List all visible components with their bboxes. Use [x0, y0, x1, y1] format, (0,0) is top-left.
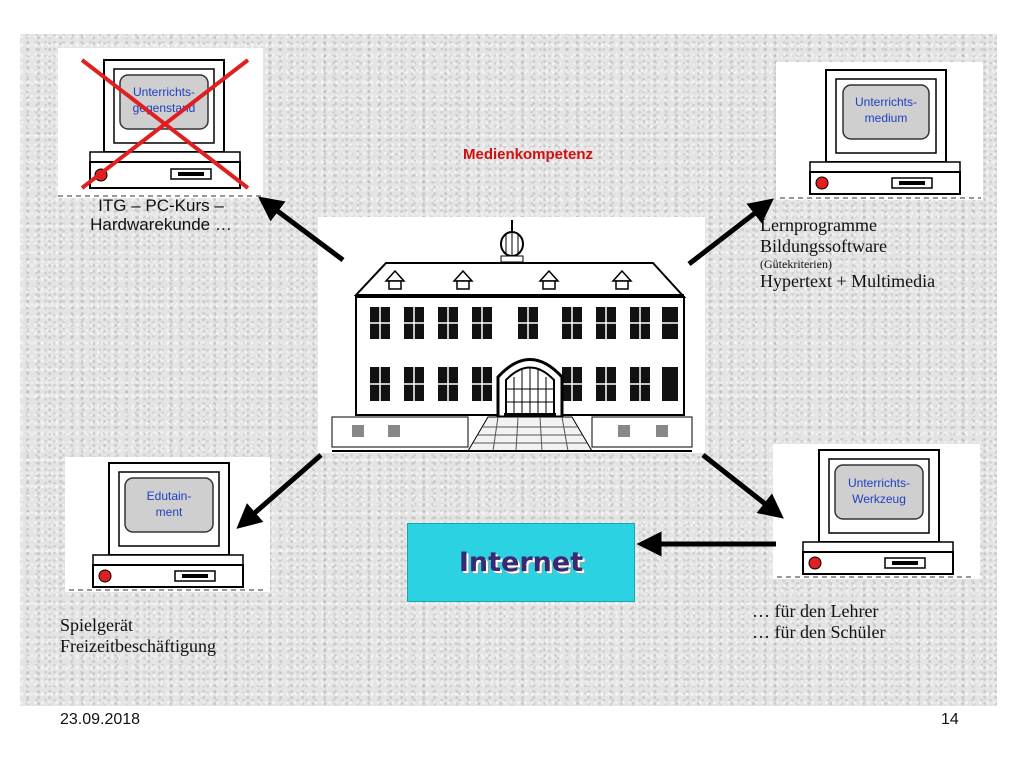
- caption-bottom-left: Spielgerät Freizeitbeschäftigung: [60, 615, 290, 657]
- computer-icon: Unterrichts- Werkzeug: [777, 449, 975, 578]
- power-led-icon: [98, 569, 112, 583]
- school-building-icon: [331, 220, 693, 452]
- caption-line-2: … für den Schüler: [752, 622, 886, 642]
- caption-line-1: Lernprogramme: [760, 215, 877, 235]
- arrow-to-top-left: [257, 196, 345, 263]
- caption-top-left: ITG – PC-Kurs – Hardwarekunde …: [56, 196, 266, 234]
- caption-bottom-right: … für den Lehrer … für den Schüler: [752, 601, 982, 643]
- screen-label-line-2: ment: [156, 505, 183, 519]
- caption-line-3: (Gütekriterien): [760, 257, 832, 271]
- power-led-icon: [808, 556, 822, 570]
- power-led-icon: [815, 176, 829, 190]
- caption-top-right: Lernprogramme Bildungssoftware (Gütekrit…: [760, 215, 995, 292]
- arrow-to-top-right: [687, 198, 774, 266]
- arrow-to-bottom-left: [236, 453, 323, 529]
- caption-line-2: Bildungssoftware: [760, 236, 887, 256]
- cross-out-line: [80, 58, 250, 190]
- caption-line-4: Hypertext + Multimedia: [760, 271, 936, 291]
- caption-line-1: … für den Lehrer: [752, 601, 879, 621]
- page-number: 14: [941, 711, 959, 728]
- internet-label: Internet: [458, 547, 584, 578]
- caption-line-1: Spielgerät: [60, 615, 133, 635]
- computer-icon: Edutain- ment: [69, 462, 265, 591]
- internet-box: Internet: [407, 523, 635, 602]
- computer-bottom-left: Edutain- ment: [65, 457, 270, 592]
- screen-label-line-2: Werkzeug: [852, 492, 906, 506]
- screen-label-line-1: Unterrichts-: [855, 95, 917, 109]
- school-building: [318, 217, 705, 453]
- screen-label-line-1: Unterrichts-: [133, 85, 195, 99]
- caption-line-2: Hardwarekunde …: [90, 215, 232, 234]
- caption-line-1: ITG – PC-Kurs –: [98, 196, 224, 215]
- footer-date: 23.09.2018: [60, 711, 141, 728]
- computer-top-left: Unterrichts- gegenstand: [58, 48, 263, 198]
- arrow-to-bottom-right: [701, 453, 784, 519]
- slide-title: Medienkompetenz: [462, 146, 594, 163]
- arrows-layer: [236, 196, 784, 557]
- screen-label-line-2: medium: [865, 111, 908, 125]
- computer-top-right: Unterrichts- medium: [776, 62, 983, 200]
- slide-background: Medienkompetenz Unterrichts- gegenstand …: [20, 34, 997, 706]
- computer-icon: Unterrichts- gegenstand: [58, 58, 263, 197]
- caption-line-2: Freizeitbeschäftigung: [60, 636, 216, 656]
- computer-bottom-right: Unterrichts- Werkzeug: [773, 444, 980, 579]
- computer-icon: Unterrichts- medium: [780, 69, 981, 199]
- screen-label-line-1: Unterrichts-: [848, 476, 910, 490]
- screen-label-line-1: Edutain-: [147, 489, 192, 503]
